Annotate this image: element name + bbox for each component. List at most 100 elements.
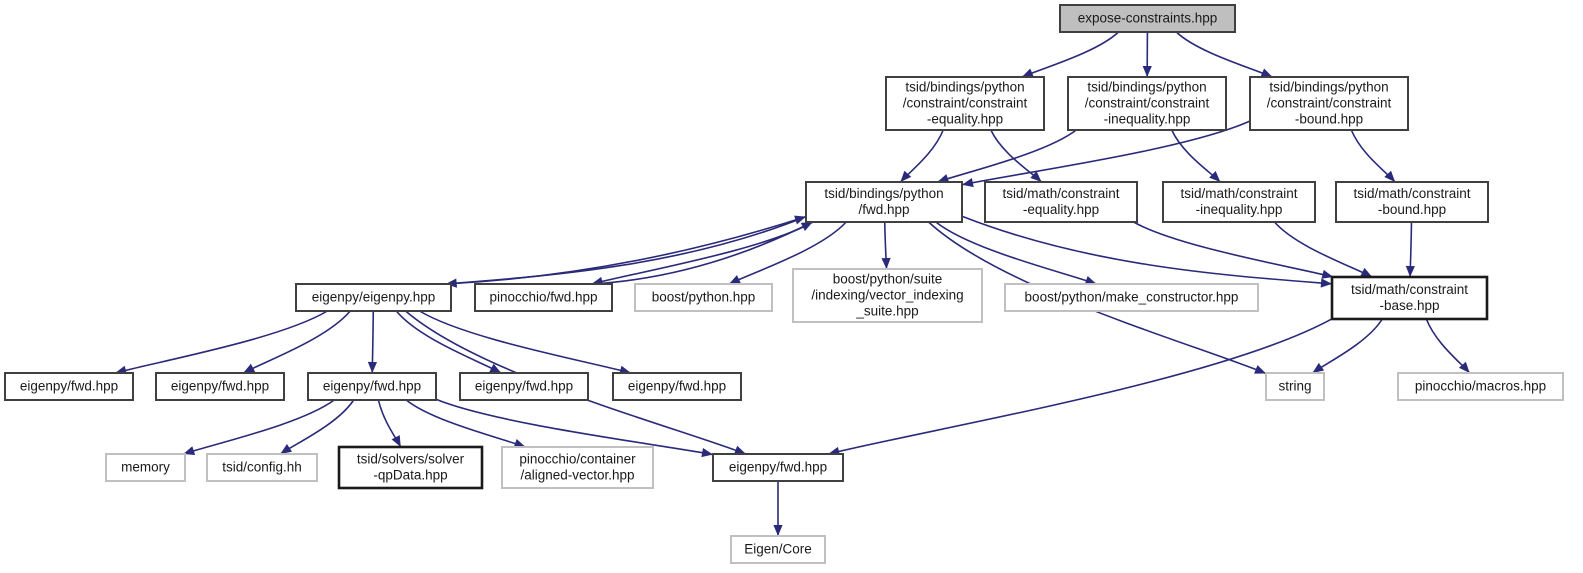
graph-node[interactable]: tsid/math/constraint-inequality.hpp: [1162, 181, 1316, 223]
node-box[interactable]: [805, 181, 963, 223]
graph-node[interactable]: tsid/math/constraint-equality.hpp: [984, 181, 1138, 223]
node-label: boost/python/make_constructor.hpp: [1025, 289, 1239, 304]
node-box[interactable]: [885, 76, 1045, 131]
edge-arrowhead: [1384, 170, 1396, 182]
edge-arrowhead: [773, 525, 783, 536]
node-label-line: /constraint/constraint: [903, 95, 1028, 110]
node-label-line: tsid/math/constraint: [1351, 282, 1468, 297]
edge-arrowhead: [800, 222, 813, 232]
node-label: Eigen/Core: [744, 541, 812, 556]
node-label-line: _suite.hpp: [855, 303, 918, 318]
node-box[interactable]: [155, 372, 285, 401]
graph-node[interactable]: boost/python.hpp: [634, 283, 773, 312]
graph-node[interactable]: tsid/solvers/solver-qpData.hpp: [337, 445, 484, 490]
dependency-edge: [183, 399, 335, 455]
node-box[interactable]: [1004, 283, 1259, 312]
node-label-line: string: [1278, 378, 1311, 393]
node-box[interactable]: [1059, 4, 1236, 33]
graph-node[interactable]: tsid/bindings/python/fwd.hpp: [805, 181, 963, 223]
edge-arrowhead: [1030, 171, 1042, 182]
node-box[interactable]: [634, 283, 773, 312]
node-label: pinocchio/fwd.hpp: [489, 289, 597, 304]
node-box[interactable]: [206, 453, 318, 482]
node-box[interactable]: [712, 453, 844, 482]
edge-arrowhead: [513, 438, 526, 448]
node-label: eigenpy/fwd.hpp: [323, 378, 421, 393]
graph-node[interactable]: tsid/math/constraint-base.hpp: [1330, 275, 1489, 321]
node-label-line: tsid/bindings/python: [1087, 79, 1206, 94]
edge-arrowhead: [1312, 362, 1325, 373]
node-box[interactable]: [1397, 372, 1564, 401]
graph-node[interactable]: tsid/bindings/python/constraint/constrai…: [1249, 76, 1409, 131]
node-label-line: boost/python/make_constructor.hpp: [1025, 289, 1239, 304]
graph-node[interactable]: tsid/bindings/python/constraint/constrai…: [1067, 76, 1227, 131]
edge-arrowhead: [489, 363, 502, 373]
node-label: tsid/math/constraint-base.hpp: [1351, 282, 1468, 313]
node-label-line: memory: [121, 459, 170, 474]
dependency-edge: [1133, 221, 1334, 278]
node-label: tsid/bindings/python/constraint/constrai…: [1085, 79, 1210, 126]
node-label: pinocchio/macros.hpp: [1415, 378, 1546, 393]
graph-node[interactable]: string: [1265, 372, 1325, 401]
node-label-line: /aligned-vector.hpp: [520, 467, 634, 482]
node-label-line: /constraint/constraint: [1267, 95, 1392, 110]
graph-node[interactable]: eigenpy/fwd.hpp: [4, 372, 134, 401]
node-label-line: pinocchio/macros.hpp: [1415, 378, 1546, 393]
node-box[interactable]: [1335, 181, 1489, 223]
node-label-line: eigenpy/fwd.hpp: [323, 378, 421, 393]
node-box[interactable]: [730, 535, 826, 564]
graph-node[interactable]: pinocchio/macros.hpp: [1397, 372, 1564, 401]
node-box[interactable]: [4, 372, 134, 401]
node-label: eigenpy/fwd.hpp: [729, 459, 827, 474]
graph-node[interactable]: tsid/bindings/python/constraint/constrai…: [885, 76, 1045, 131]
node-box[interactable]: [295, 283, 452, 312]
graph-node[interactable]: tsid/config.hh: [206, 453, 318, 482]
node-label-line: tsid/math/constraint: [1353, 186, 1470, 201]
node-label: tsid/solvers/solver-qpData.hpp: [357, 451, 465, 482]
node-box[interactable]: [105, 453, 186, 482]
graph-node[interactable]: pinocchio/container/aligned-vector.hpp: [501, 446, 654, 489]
node-label-line: tsid/solvers/solver: [357, 451, 465, 466]
node-box[interactable]: [1249, 76, 1409, 131]
node-box[interactable]: [612, 372, 742, 401]
node-box[interactable]: [1067, 76, 1227, 131]
graph-node[interactable]: eigenpy/fwd.hpp: [459, 372, 589, 401]
node-label: tsid/config.hh: [222, 459, 302, 474]
node-label-line: tsid/bindings/python: [905, 79, 1024, 94]
dependency-edge: [935, 221, 1097, 285]
node-box[interactable]: [501, 446, 654, 489]
edge-arrowhead: [1142, 65, 1152, 77]
node-box[interactable]: [337, 445, 484, 490]
graph-node[interactable]: eigenpy/eigenpy.hpp: [295, 283, 452, 312]
graph-node[interactable]: Eigen/Core: [730, 535, 826, 564]
graph-node[interactable]: boost/python/suite/indexing/vector_index…: [792, 268, 983, 323]
graph-node[interactable]: eigenpy/fwd.hpp: [712, 453, 844, 482]
node-label: eigenpy/eigenpy.hpp: [312, 289, 436, 304]
node-label-line: expose-constraints.hpp: [1078, 10, 1218, 25]
edge-arrowhead: [391, 435, 401, 447]
edge-arrowhead: [900, 170, 912, 182]
graph-node[interactable]: eigenpy/fwd.hpp: [155, 372, 285, 401]
node-box[interactable]: [474, 283, 613, 312]
graph-node[interactable]: expose-constraints.hpp: [1059, 4, 1236, 33]
node-box[interactable]: [1162, 181, 1316, 223]
node-label-line: -inequality.hpp: [1196, 202, 1283, 217]
node-box[interactable]: [1265, 372, 1325, 401]
graph-node[interactable]: eigenpy/fwd.hpp: [307, 372, 437, 401]
graph-node[interactable]: tsid/math/constraint-bound.hpp: [1335, 181, 1489, 223]
dependency-edge: [728, 221, 847, 285]
graph-node[interactable]: pinocchio/fwd.hpp: [474, 283, 613, 312]
node-box[interactable]: [307, 372, 437, 401]
node-box[interactable]: [459, 372, 589, 401]
node-label: boost/python/suite/indexing/vector_index…: [811, 271, 963, 318]
node-label-line: tsid/config.hh: [222, 459, 302, 474]
graph-node[interactable]: memory: [105, 453, 186, 482]
graph-node[interactable]: eigenpy/fwd.hpp: [612, 372, 742, 401]
dependency-edge: [445, 215, 807, 285]
node-box[interactable]: [1330, 275, 1489, 321]
graph-node[interactable]: boost/python/make_constructor.hpp: [1004, 283, 1259, 312]
node-box[interactable]: [984, 181, 1138, 223]
node-box[interactable]: [792, 268, 983, 323]
node-label: tsid/bindings/python/constraint/constrai…: [1267, 79, 1392, 126]
node-label-line: eigenpy/fwd.hpp: [171, 378, 269, 393]
